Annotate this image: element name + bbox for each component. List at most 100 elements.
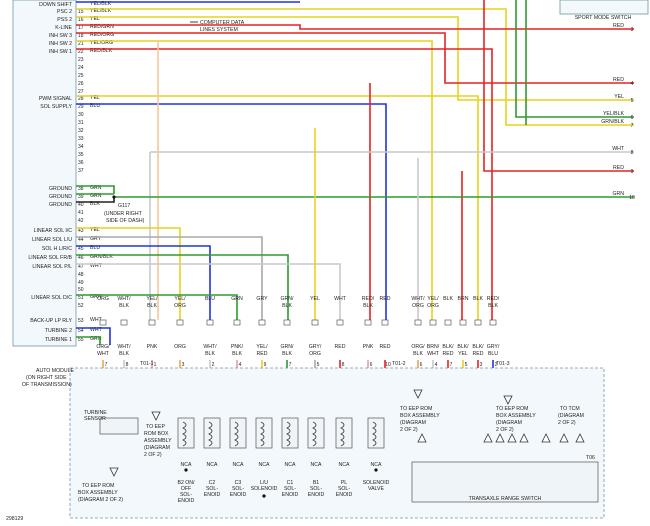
conn-bottom-wire: ORG	[174, 344, 186, 350]
solenoid	[281, 417, 299, 449]
conn-top-wire: YEL/	[174, 296, 186, 302]
conn-bottom-wire: GRY/	[309, 344, 322, 350]
conn-pin-number: 8	[342, 362, 345, 368]
sport-mode-switch-label: SPORT MODE SWITCH	[575, 15, 632, 21]
ecm-pin-number: 16	[78, 17, 84, 23]
ecm-pin-label: DOWN SHIFT	[39, 2, 73, 8]
conn-bottom-wire: BRN/	[427, 344, 440, 350]
nca-label: NCA	[233, 462, 244, 468]
conn-top-wire: ORG	[174, 303, 186, 309]
conn-top-wire: RED	[380, 296, 391, 302]
connector-pin	[414, 319, 422, 326]
ecm-pin-number: 46	[78, 255, 84, 261]
svg-text:TO EEP ROM: TO EEP ROM	[400, 406, 432, 412]
conn-bottom-wire: ORG/	[411, 344, 425, 350]
ecm-pin-number: 50	[78, 287, 84, 293]
ecm-pin-label: LINEAR SOL FR/B	[28, 255, 72, 261]
svg-text:(DIAGRAM 2 OF 2): (DIAGRAM 2 OF 2)	[78, 497, 123, 503]
ecm-pin-label: INH SW 1	[49, 49, 72, 55]
conn-bottom-wire: BLU	[488, 351, 498, 357]
conn-bottom-wire: RED	[473, 351, 484, 357]
conn-bottom-wire: ORG/	[96, 344, 110, 350]
svg-text:2 OF 2): 2 OF 2)	[558, 420, 576, 426]
conn-bottom-wire: YEL	[458, 351, 468, 357]
svg-text:BOX ASSEMBLY: BOX ASSEMBLY	[496, 413, 536, 419]
right-output-labels: RED3RED4YEL5YEL/BLK6GRN/BLK7WHT8RED9GRN1…	[601, 23, 635, 201]
wire-grn-blk-linear-frb	[76, 254, 289, 320]
right-output-number: 4	[631, 81, 634, 87]
ecm-pin-wire-color: RED/GRN	[90, 24, 114, 30]
ecm-pin-label: PSS 2	[57, 17, 72, 23]
ecm-pin-wire-color: GRN	[90, 185, 102, 191]
solenoid-coil	[234, 421, 239, 447]
ecm-pin-number: 29	[78, 104, 84, 110]
conn-top-wire: BLK	[282, 303, 292, 309]
conn-bottom-wire: BLK	[413, 351, 423, 357]
conn-pin-number: 5	[317, 362, 320, 368]
solenoid	[255, 417, 273, 449]
svg-text:BOX ASSEMBLY: BOX ASSEMBLY	[78, 490, 118, 496]
connector-pin	[148, 319, 156, 326]
ecm-pin-number: 53	[78, 318, 84, 324]
ecm-pin-number: 28	[78, 96, 84, 102]
right-output-number: 5	[631, 98, 634, 104]
ecm-pin-wire-color: GRN	[90, 336, 102, 342]
auto-module-label: AUTO MODULE (ON RIGHT SIDE OF TRANSMISSI…	[22, 368, 74, 388]
solenoid-label: SOL-	[180, 492, 192, 498]
solenoid	[177, 417, 195, 449]
solenoid-coil	[286, 421, 291, 447]
conn-pin-number: 8	[126, 362, 129, 368]
ecm-pin-wire-color: YEL	[90, 16, 100, 22]
svg-text:OF TRANSMISSION): OF TRANSMISSION)	[22, 382, 72, 388]
ecm-pin-number: 26	[78, 81, 84, 87]
conn-top-wire: ORG	[97, 296, 109, 302]
right-output-number: 9	[631, 169, 634, 175]
ecm-pin-number: 35	[78, 152, 84, 158]
ecm-pin-number: 48	[78, 272, 84, 278]
conn-top-wire: BLK	[147, 303, 157, 309]
svg-text:TO EEP: TO EEP	[146, 424, 165, 430]
ecm-pin-wire-color: BLU	[90, 103, 100, 109]
conn-top-wire: BLK	[488, 303, 498, 309]
ecm-pin-wire-color: WHT	[90, 263, 103, 269]
conn-pin-number: 4	[239, 362, 242, 368]
solenoid-label: ENOID	[178, 498, 195, 504]
connector-pin	[459, 319, 467, 326]
wire-gnd-40	[76, 197, 115, 203]
wire-gry-linear-lu	[76, 236, 263, 320]
wire-red-grn-kline	[76, 24, 634, 30]
solenoid-label: L/U	[260, 480, 268, 486]
arrows	[109, 389, 585, 477]
ecm-pin-label: LINEAR SOL P/L	[32, 264, 72, 270]
conn-top-wire: RED/	[487, 296, 500, 302]
right-output-number: 7	[631, 123, 634, 129]
solenoid-label: SOL-	[310, 486, 322, 492]
turbine-sensor-label: TURBINE	[84, 410, 107, 416]
ecm-pin-number: 21	[78, 41, 84, 47]
svg-text:ASSEMBLY: ASSEMBLY	[144, 438, 172, 444]
ecm-pin-wire-color: WHT	[90, 317, 103, 323]
conn-top-wire: ORG	[427, 303, 439, 309]
right-output-number: 10	[629, 195, 635, 201]
ecm-pin-label: GROUND	[49, 186, 72, 192]
conn-top-wire: WHT/	[411, 296, 425, 302]
conn-bottom-wire: BLK/	[457, 344, 469, 350]
sport-mode-switch-box	[559, 0, 649, 15]
ecm-pin-wire-color: GRN/BLK	[90, 254, 113, 260]
conn-bottom-wire: WHT/	[203, 344, 217, 350]
ecm-pin-number: 55	[78, 337, 84, 343]
svg-text:(UNDER RIGHT: (UNDER RIGHT	[104, 211, 143, 217]
wire-yel-blk-psc2	[76, 8, 634, 126]
svg-text:(DIAGRAM: (DIAGRAM	[558, 413, 584, 419]
right-output-wire: GRN	[612, 191, 624, 197]
connector-pin	[444, 319, 452, 326]
conn-pin-number: 9	[264, 362, 267, 368]
solenoid	[367, 417, 385, 449]
ecm-pin-wire-color: WHT	[90, 327, 103, 333]
svg-text:COMPUTER DATA: COMPUTER DATA	[200, 20, 245, 26]
solenoid-label: VALVE	[368, 486, 384, 492]
conn-pin-number: 5	[465, 362, 468, 368]
conn-pin-number: 6	[420, 362, 423, 368]
